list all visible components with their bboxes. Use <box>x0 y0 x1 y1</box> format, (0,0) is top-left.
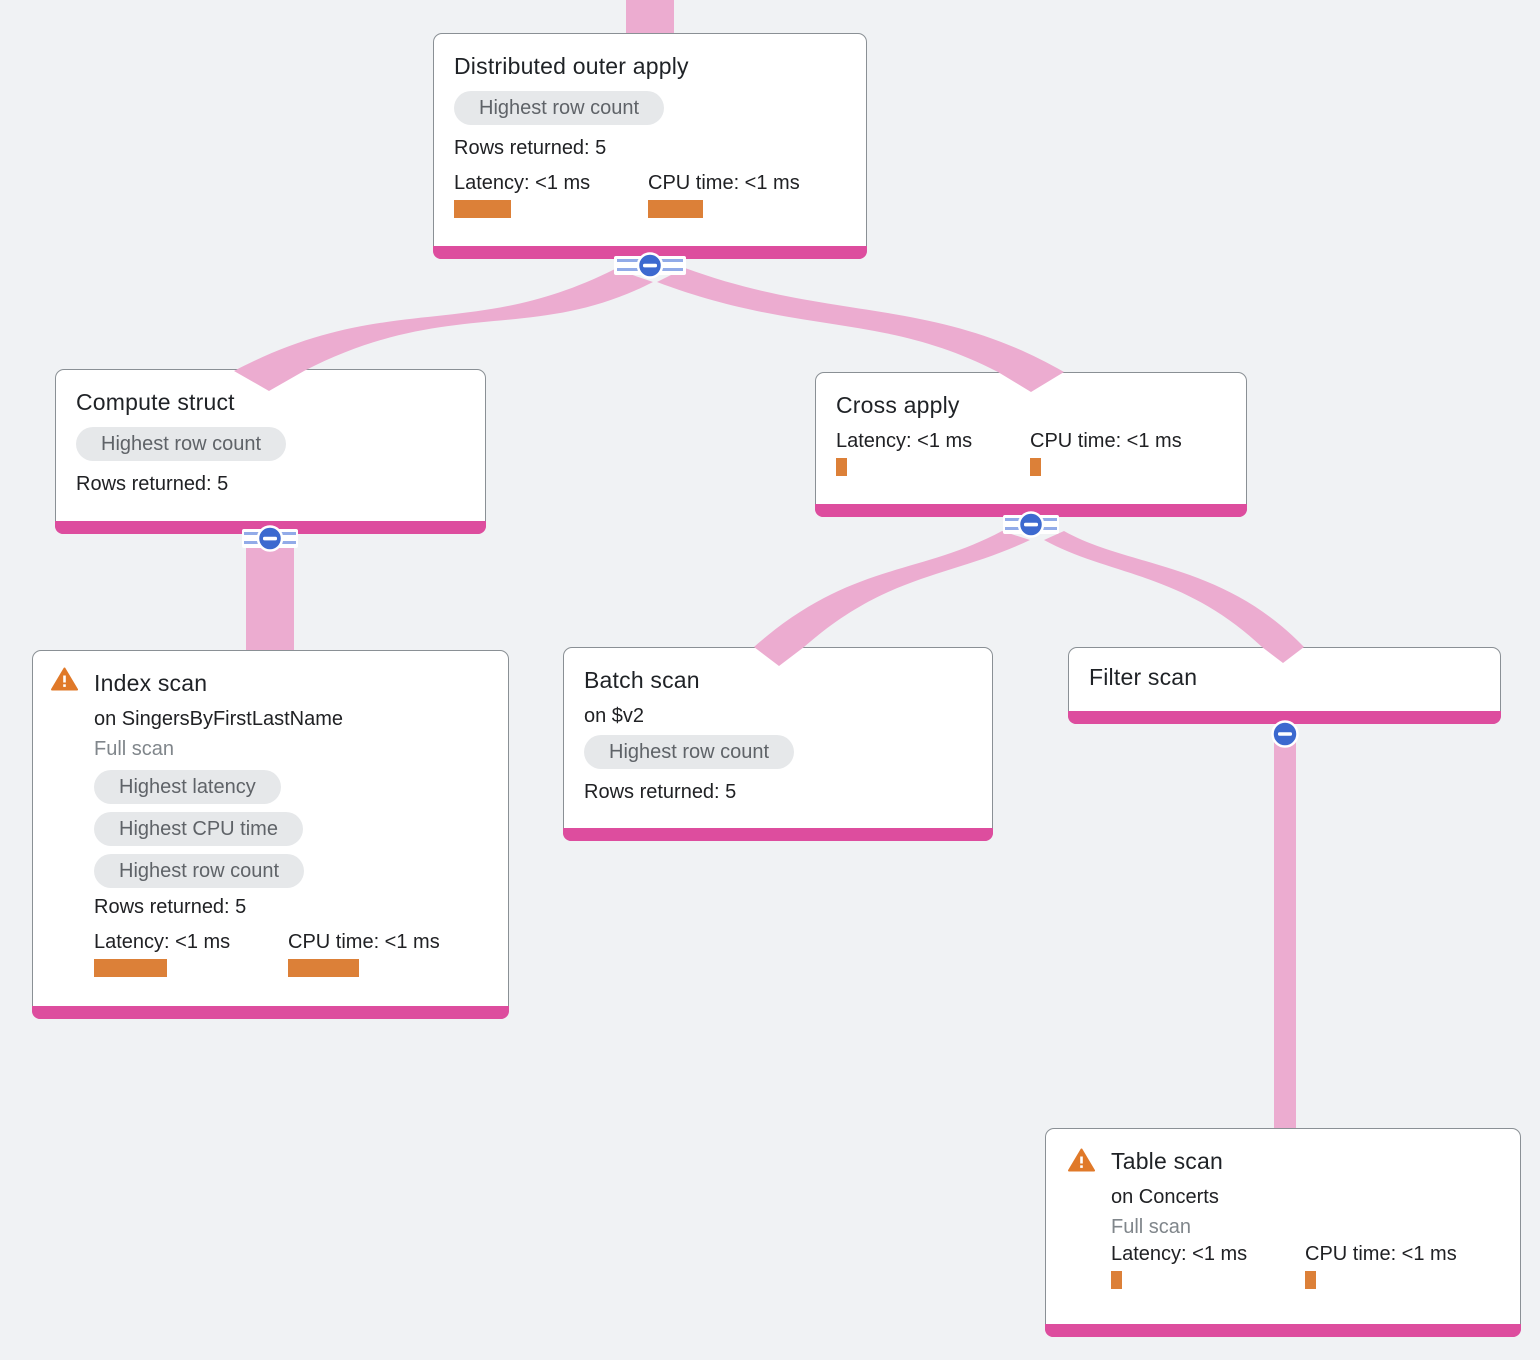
node-title: Batch scan <box>584 667 700 693</box>
latency-label: Latency: <1 ms <box>454 172 591 194</box>
cpu-time-bar <box>288 959 359 977</box>
node-title: Filter scan <box>1089 664 1198 690</box>
cpu-time-bar <box>1030 458 1041 476</box>
latency-bar <box>1111 1271 1122 1289</box>
node-accent-bar <box>1068 711 1501 724</box>
scan-type: Full scan <box>94 738 175 760</box>
badge-highest-row-count: Highest row count <box>454 91 665 125</box>
node-title: Table scan <box>1111 1148 1223 1174</box>
badge-highest-row-count: Highest row count <box>94 854 305 888</box>
plan-node-table-scan[interactable]: Table scan on Concerts Full scan Latency… <box>1045 1128 1521 1337</box>
collapse-icon[interactable] <box>242 525 298 552</box>
collapse-icon[interactable] <box>1003 511 1059 538</box>
cpu-time-bar <box>648 200 703 218</box>
rows-returned-text: Rows returned: 5 <box>76 473 229 495</box>
cpu-time-bar <box>1305 1271 1316 1289</box>
latency-label: Latency: <1 ms <box>1111 1243 1248 1265</box>
cpu-time-label: CPU time: <1 ms <box>1030 430 1182 452</box>
latency-bar <box>94 959 167 977</box>
edge-cross-apply-to-batch-scan <box>754 531 1030 666</box>
latency-bar <box>836 458 847 476</box>
latency-bar <box>454 200 511 218</box>
node-accent-bar <box>1045 1324 1521 1337</box>
plan-node-compute-struct[interactable]: Compute struct Highest row count Rows re… <box>55 369 486 534</box>
edge-cross-apply-to-filter-scan <box>1044 531 1304 663</box>
node-title: Compute struct <box>76 389 235 415</box>
warning-icon <box>1068 1148 1095 1172</box>
badge-highest-row-count: Highest row count <box>584 735 795 769</box>
rows-returned-text: Rows returned: 5 <box>94 896 247 918</box>
node-target: on SingersByFirstLastName <box>94 708 343 730</box>
latency-label: Latency: <1 ms <box>94 931 231 953</box>
plan-node-filter-scan[interactable]: Filter scan <box>1068 647 1501 724</box>
plan-node-distributed-outer-apply[interactable]: Distributed outer apply Highest row coun… <box>433 33 867 259</box>
node-title: Index scan <box>94 670 208 696</box>
plan-node-index-scan[interactable]: Index scan on SingersByFirstLastName Ful… <box>32 650 509 1019</box>
cpu-time-label: CPU time: <1 ms <box>1305 1243 1457 1265</box>
warning-icon <box>51 667 78 691</box>
cpu-time-label: CPU time: <1 ms <box>288 931 440 953</box>
edge-compute-struct-to-index-scan <box>246 542 294 660</box>
latency-label: Latency: <1 ms <box>836 430 973 452</box>
collapse-icon[interactable] <box>1270 719 1300 749</box>
cpu-time-label: CPU time: <1 ms <box>648 172 800 194</box>
badge-highest-latency: Highest latency <box>94 770 281 804</box>
collapse-icon[interactable] <box>614 252 686 279</box>
node-accent-bar <box>815 504 1247 517</box>
rows-returned-text: Rows returned: 5 <box>584 781 737 803</box>
node-target: on $v2 <box>584 705 645 727</box>
badge-highest-cpu-time: Highest CPU time <box>94 812 303 846</box>
badge-highest-row-count: Highest row count <box>76 427 287 461</box>
scan-type: Full scan <box>1111 1216 1192 1238</box>
node-accent-bar <box>32 1006 509 1019</box>
edge-filter-scan-to-table-scan <box>1274 738 1296 1136</box>
rows-returned-text: Rows returned: 5 <box>454 137 607 159</box>
plan-node-batch-scan[interactable]: Batch scan on $v2 Highest row count Rows… <box>563 647 993 841</box>
node-accent-bar <box>563 828 993 841</box>
node-title: Distributed outer apply <box>454 53 689 79</box>
node-target: on Concerts <box>1111 1186 1219 1208</box>
plan-node-cross-apply[interactable]: Cross apply Latency: <1 ms CPU time: <1 … <box>815 372 1247 517</box>
node-title: Cross apply <box>836 392 960 418</box>
